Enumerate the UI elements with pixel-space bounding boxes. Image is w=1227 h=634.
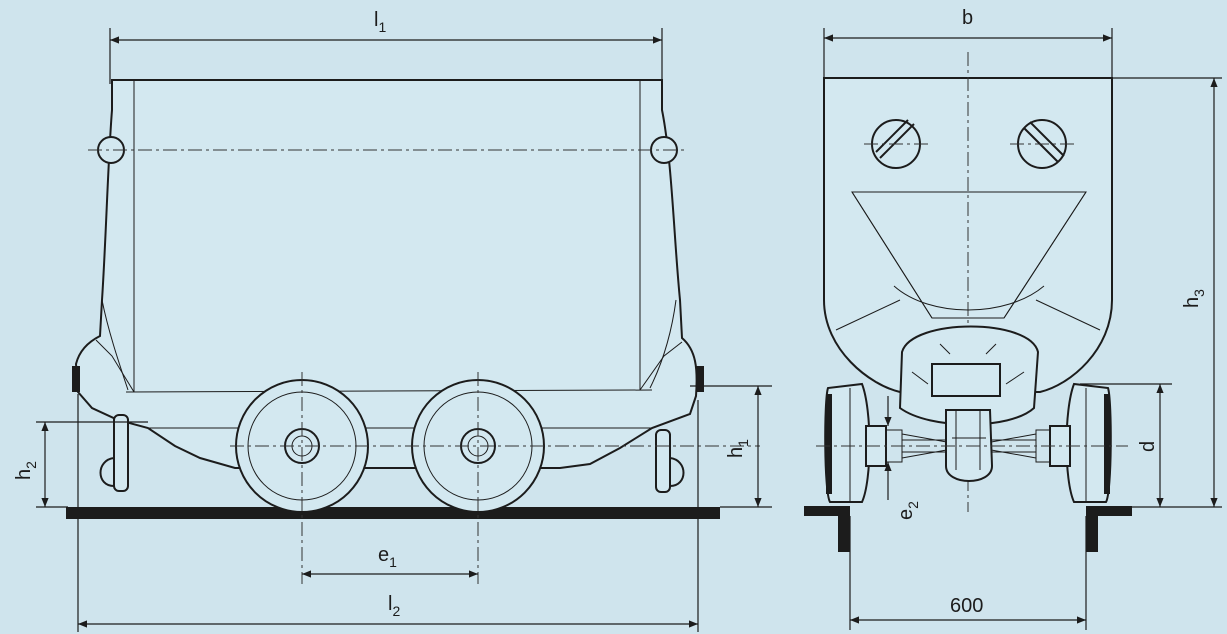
housing-ribs — [911, 343, 1025, 385]
e2-label: e2 — [895, 501, 921, 520]
left-frame-curve — [101, 299, 129, 391]
right-frame-curve — [649, 299, 677, 389]
body-bottom-edge — [125, 389, 653, 393]
left-coupling-pin — [113, 414, 129, 492]
d-label: d — [1137, 441, 1159, 452]
left-end-lug — [864, 119, 928, 169]
h2-label: h2 — [13, 461, 39, 480]
left-end-wheel — [824, 382, 871, 503]
side-view: l1 l2 e1 h1 h2 — [13, 9, 772, 632]
left-coupling-hook — [99, 457, 115, 487]
gauge-label: 600 — [950, 595, 983, 617]
end-rail-left-web — [838, 506, 850, 552]
right-coupling-pin — [655, 429, 671, 493]
side-rail — [66, 507, 720, 519]
e1-label: e1 — [378, 544, 397, 570]
right-coupling-hook — [669, 457, 685, 487]
l1-label: l1 — [374, 9, 386, 35]
left-corner-bracket — [95, 339, 135, 393]
right-end-lug — [1010, 119, 1076, 169]
car-body-side — [74, 79, 698, 469]
left-buffer — [72, 366, 80, 392]
end-rail-right-top — [1086, 506, 1132, 516]
right-corner-bracket — [639, 341, 683, 391]
end-rail-left-top — [804, 506, 850, 516]
end-rail-right-web — [1086, 506, 1098, 552]
h1-label: h1 — [725, 439, 751, 458]
coupling-links — [952, 410, 986, 470]
b-label: b — [962, 7, 973, 29]
right-buffer — [696, 366, 704, 392]
right-end-wheel — [1065, 382, 1112, 503]
l2-label: l2 — [388, 593, 400, 619]
hopper-curve-lines — [835, 191, 1101, 331]
housing-window — [931, 363, 1001, 397]
end-view: b h3 d e2 600 — [804, 7, 1222, 630]
h3-label: h3 — [1181, 289, 1207, 308]
